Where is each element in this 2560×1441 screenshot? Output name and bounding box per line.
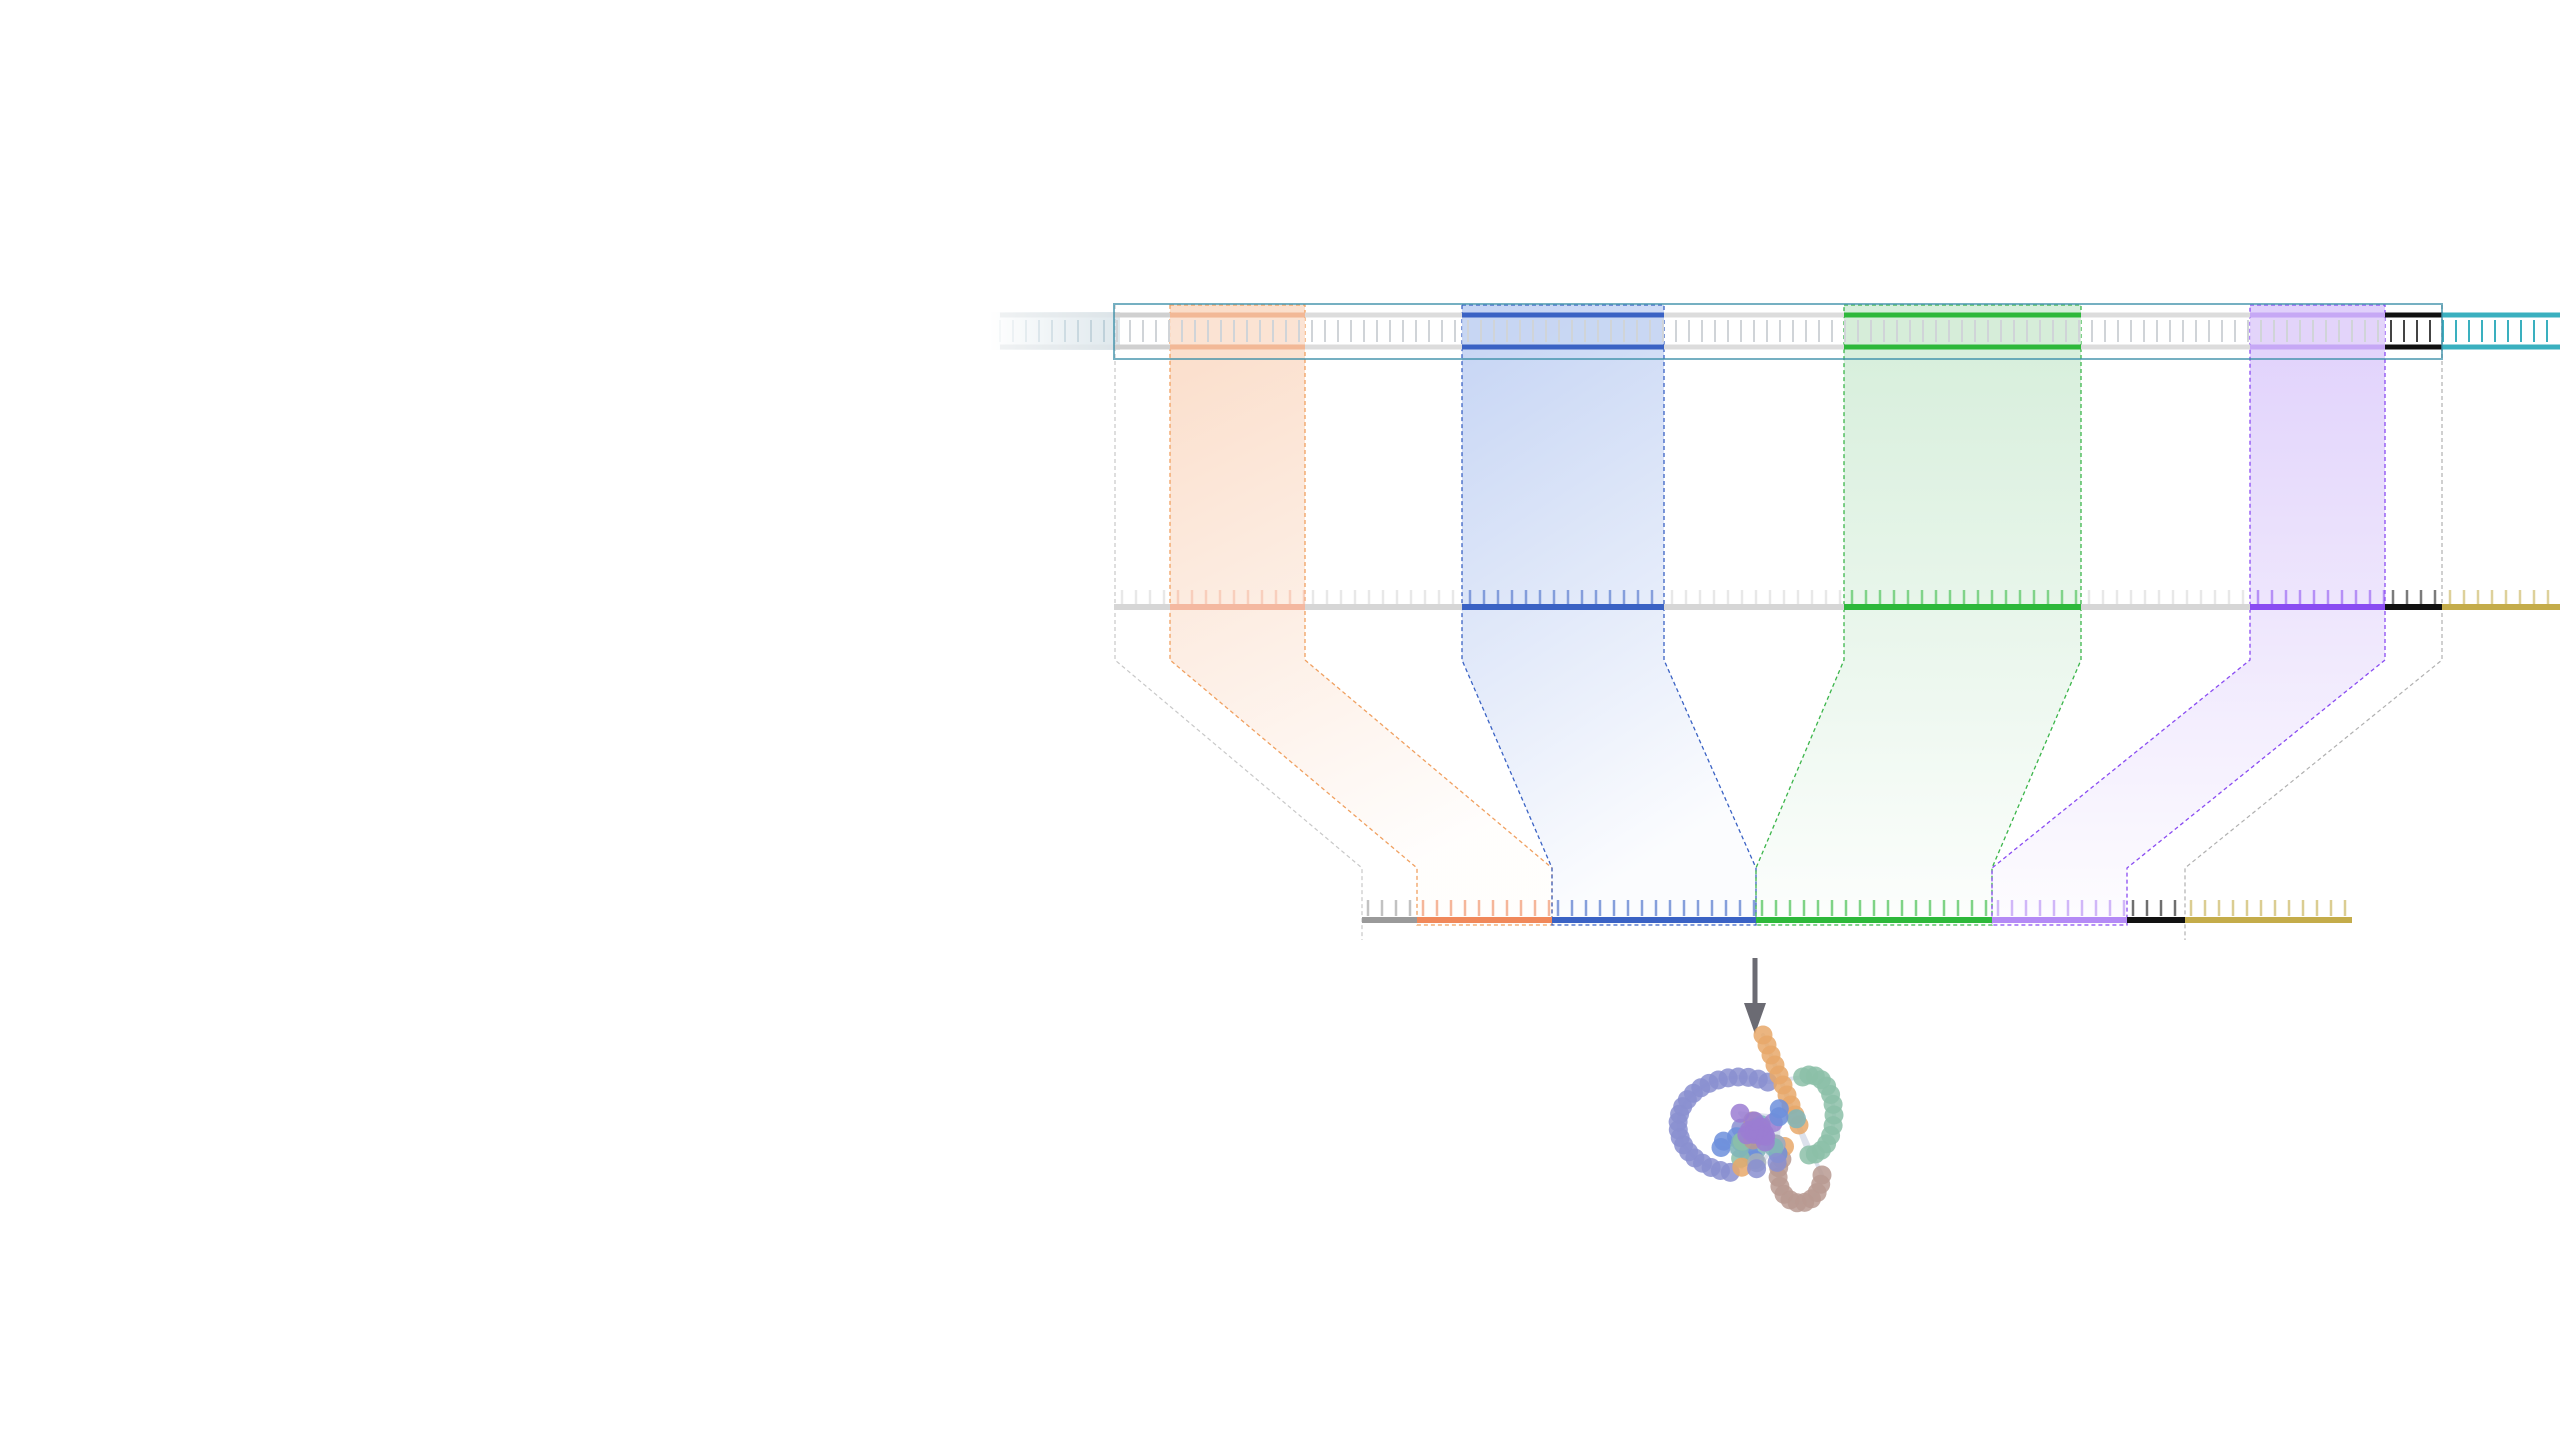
splice-connectors (1114, 304, 2443, 940)
dna-exon-block-3 (2250, 318, 2385, 344)
exon-4-band (1991, 304, 2386, 926)
amino-acid-residue (1714, 1131, 1733, 1151)
gene-frame (1113, 303, 2443, 360)
dna-base-pairs (999, 320, 2548, 342)
mature-mrna-strand (1362, 900, 2352, 923)
amino-acid-residue (1799, 1145, 1819, 1165)
dna-double-strand (990, 303, 2560, 360)
dna-fade-left (990, 312, 1120, 350)
amino-acid-residue (1730, 1103, 1750, 1123)
folded-protein (1668, 1025, 1844, 1213)
mature-mrna-bases (1366, 900, 2347, 916)
pre-mrna-bases (1120, 590, 2550, 604)
exon-3-band (1755, 304, 2082, 926)
arrow-head (1744, 1003, 1766, 1034)
dna-strands (1000, 312, 2560, 350)
connector-outline-left (1114, 305, 1363, 940)
dna-exon-block-4 (1170, 318, 1305, 344)
amino-acid-residue (1767, 1152, 1787, 1172)
amino-acid-residue (1747, 1159, 1767, 1179)
amino-acid-residue (1787, 1109, 1806, 1129)
amino-acid-residue (1732, 1157, 1752, 1177)
connector-outline-right (2184, 305, 2443, 940)
dna-exon-block-1 (1462, 318, 1664, 344)
amino-acid-residue (1769, 1099, 1789, 1119)
amino-acid-residue (1751, 1117, 1771, 1137)
translation-arrow (1744, 958, 1766, 1034)
pre-mrna-strand (1114, 590, 2560, 610)
